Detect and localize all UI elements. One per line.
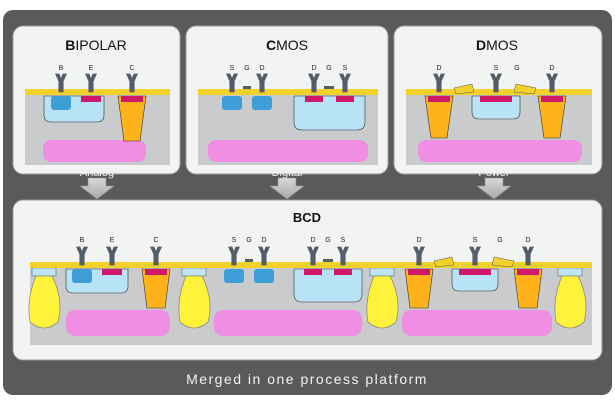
cmos-pmos-drain [305, 96, 323, 102]
bcd-bipolar-emitter-region [102, 269, 122, 275]
bcd-cmos-pmos-source [334, 269, 352, 275]
bcd-buried-layer-bipolar [66, 310, 170, 336]
bcd-terminal-s3: S [473, 237, 478, 244]
bcd-dmos-gate-left [433, 256, 455, 268]
analog-label: Analog [80, 167, 114, 179]
dmos-terminal-d1: D [436, 65, 441, 72]
cmos-terminal-d1: D [259, 65, 264, 72]
arrow-down-analog [79, 177, 115, 200]
cmos-pmos-source [336, 96, 354, 102]
dmos-buried-layer [418, 140, 582, 162]
bcd-terminal-s2: S [341, 237, 346, 244]
bcd-cmos-nmos-drain [254, 269, 274, 283]
bipolar-panel: BIPOLAR B E C [12, 25, 181, 175]
bipolar-terminal-b: B [59, 65, 64, 72]
dmos-surface-oxide [406, 89, 592, 95]
bcd-terminal-d2: D [310, 237, 315, 244]
bcd-bipolar-collector-contact [145, 269, 167, 275]
bcd-terminal-d1: D [261, 237, 266, 244]
bipolar-terminal-c: C [129, 65, 134, 72]
bcd-cmos-pmos-gate [323, 259, 333, 263]
bcd-buried-layer-dmos [402, 310, 552, 336]
footer-caption: Merged in one process platform [186, 371, 428, 387]
bcd-terminal-d3: D [416, 237, 421, 244]
dmos-title: DMOS [476, 37, 518, 53]
bcd-dmos-source-contact [459, 269, 491, 275]
arrow-down-power [476, 177, 512, 200]
cmos-nmos-source [222, 96, 242, 110]
cmos-nmos-gate [243, 86, 251, 90]
dmos-terminal-g: G [514, 65, 519, 72]
bipolar-base-region [51, 96, 71, 110]
bcd-dmos-drain-contact-right [517, 269, 539, 275]
cmos-terminal-s2: S [343, 65, 348, 72]
cmos-title: CMOS [266, 37, 308, 53]
dmos-drain-contact-right [541, 96, 563, 102]
bcd-terminal-b: B [80, 237, 85, 244]
bipolar-title: BIPOLAR [65, 37, 126, 53]
cmos-panel: CMOS S G D D G S [185, 25, 389, 175]
bcd-terminal-c: C [153, 237, 158, 244]
bcd-terminal-g2: G [325, 237, 330, 244]
cmos-terminal-d2: D [311, 65, 316, 72]
bcd-terminal-g1: G [246, 237, 251, 244]
bcd-cmos-nwell [293, 268, 363, 303]
bcd-buried-layer-cmos [214, 310, 362, 336]
bcd-dmos-drain-contact-left [408, 269, 430, 275]
bipolar-buried-layer [43, 140, 146, 162]
dmos-terminal-d2: D [549, 65, 554, 72]
merge-arrows: Analog Digital Power [79, 167, 512, 200]
bcd-cmos-nmos-source [224, 269, 244, 283]
arrow-down-digital [269, 177, 305, 200]
bcd-dmos-gate-right [491, 256, 515, 268]
cmos-terminal-s1: S [230, 65, 235, 72]
dmos-panel: DMOS D S G D [393, 25, 603, 175]
cmos-surface-oxide [198, 89, 378, 95]
bcd-terminal-d4: D [525, 237, 530, 244]
dmos-gate-right [513, 83, 537, 95]
bcd-cmos-pmos-drain [304, 269, 322, 275]
digital-label: Digital [272, 167, 303, 179]
bipolar-terminal-e: E [89, 65, 94, 72]
bipolar-surface-oxide [25, 89, 170, 95]
bipolar-collector-contact [121, 96, 143, 102]
cmos-pmos-gate [324, 86, 334, 90]
dmos-drain-contact-left [428, 96, 450, 102]
cmos-nwell [293, 95, 366, 131]
dmos-terminal-s: S [494, 65, 499, 72]
power-label: Power [478, 167, 510, 179]
bcd-terminal-g3: G [497, 237, 502, 244]
bipolar-emitter-region [81, 96, 101, 102]
cmos-terminal-g1: G [244, 65, 249, 72]
bcd-cmos-nmos-gate [245, 259, 253, 263]
bcd-isolation-regions [28, 267, 587, 329]
dmos-gate-left [453, 83, 475, 95]
bcd-terminal-e: E [110, 237, 115, 244]
bcd-bipolar-base-region [72, 269, 92, 283]
cmos-nmos-drain [252, 96, 272, 110]
bcd-panel: B C D [12, 199, 603, 361]
dmos-source-contact [480, 96, 512, 102]
bcd-terminal-s1: S [232, 237, 237, 244]
bcd-title: BCD [293, 210, 321, 225]
cmos-terminal-g2: G [326, 65, 331, 72]
cmos-buried-layer [208, 140, 368, 162]
